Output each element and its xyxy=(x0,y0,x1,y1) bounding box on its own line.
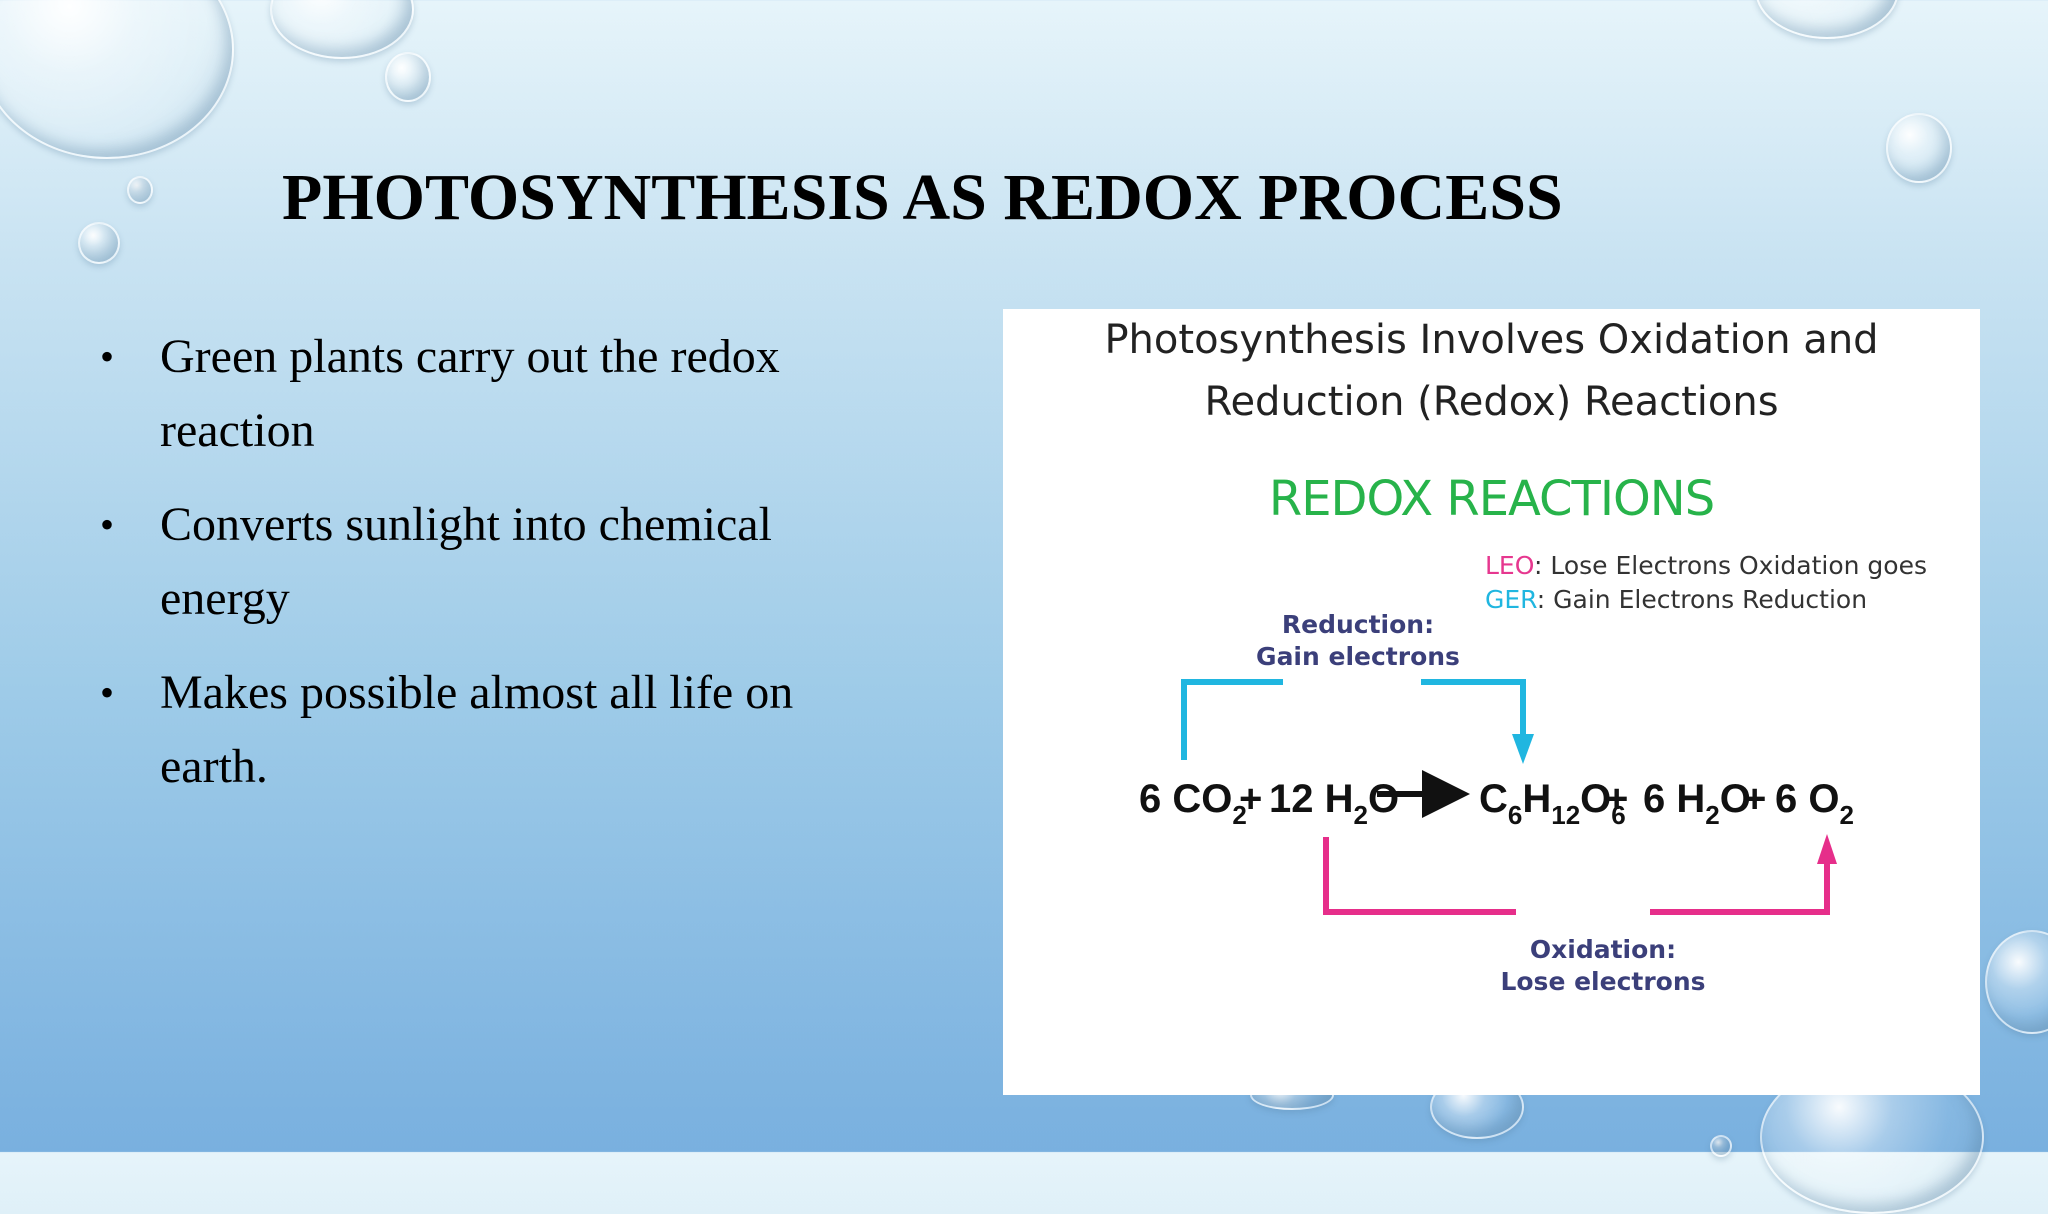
oxidation-arrow-left-bracket xyxy=(1323,837,1516,915)
water-drop-decoration xyxy=(0,0,234,159)
bullet-list: • Green plants carry out the redox react… xyxy=(100,320,900,824)
product-glucose: C6H12O6 xyxy=(1479,777,1626,830)
bullet-glyph: • xyxy=(100,502,115,547)
bullet-item: • Green plants carry out the redox react… xyxy=(100,320,900,468)
plus-sign: + xyxy=(1743,777,1766,821)
water-drop-decoration xyxy=(1710,1135,1732,1157)
mnemonic-box: LEO: Lose Electrons Oxidation goes GER: … xyxy=(1485,549,1955,617)
water-drop-decoration xyxy=(1985,930,2048,1034)
bullet-item: • Converts sunlight into chemical energy xyxy=(100,488,900,636)
reduction-label-line: Gain electrons xyxy=(1256,642,1460,671)
plus-sign: + xyxy=(1605,777,1628,821)
water-drop-decoration xyxy=(270,0,414,59)
figure-heading-line: Photosynthesis Involves Oxidation and xyxy=(1104,317,1879,363)
bullet-item: • Makes possible almost all life on eart… xyxy=(100,656,900,804)
product-o2: 6 O2 xyxy=(1775,777,1854,830)
oxidation-label-line: Lose electrons xyxy=(1500,967,1706,996)
reduction-label-line: Reduction: xyxy=(1281,610,1435,639)
leo-abbr: LEO xyxy=(1485,551,1534,580)
redox-reactions-title: REDOX REACTIONS xyxy=(1268,471,1715,527)
oxidation-arrow-right-bracket xyxy=(1650,849,1830,915)
ger-abbr: GER xyxy=(1485,585,1537,614)
redox-diagram-figure: Photosynthesis Involves Oxidation and Re… xyxy=(1003,309,1980,1095)
reduction-arrow-left-bracket xyxy=(1181,679,1283,760)
bullet-text: Makes possible almost all life on earth. xyxy=(160,666,794,793)
figure-heading: Photosynthesis Involves Oxidation and Re… xyxy=(1003,309,1980,433)
water-drop-decoration xyxy=(385,52,431,102)
ger-mnemonic: GER: Gain Electrons Reduction xyxy=(1485,583,1955,617)
reactant-h2o: 12 H2O xyxy=(1269,777,1399,830)
water-drop-decoration xyxy=(127,176,153,204)
redox-equation-diagram: 6 CO2 + 12 H2O C6H12O6 + 6 H2O + 6 O2 xyxy=(1139,679,1854,915)
bullet-glyph: • xyxy=(100,670,115,715)
oxidation-label-line: Oxidation: xyxy=(1529,935,1677,964)
product-h2o: 6 H2O xyxy=(1643,777,1751,830)
water-drop-decoration xyxy=(1755,0,1899,39)
reduction-arrowhead xyxy=(1512,734,1534,764)
reduction-arrow-right-bracket xyxy=(1421,679,1526,749)
oxidation-label: Oxidation: Lose electrons xyxy=(1473,934,1733,998)
slide-title: PHOTOSYNTHESIS AS REDOX PROCESS xyxy=(282,161,1563,234)
bullet-glyph: • xyxy=(100,334,115,379)
bullet-text: Converts sunlight into chemical energy xyxy=(160,498,772,625)
figure-heading-line: Reduction (Redox) Reactions xyxy=(1204,379,1779,425)
plus-sign: + xyxy=(1239,777,1262,821)
oxidation-arrowhead xyxy=(1817,834,1837,864)
leo-mnemonic: LEO: Lose Electrons Oxidation goes xyxy=(1485,549,1955,583)
water-drop-decoration xyxy=(1886,113,1952,183)
leo-text: : Lose Electrons Oxidation goes xyxy=(1533,551,1927,580)
bullet-text: Green plants carry out the redox reactio… xyxy=(160,330,780,457)
reduction-label: Reduction: Gain electrons xyxy=(1238,609,1478,673)
water-drop-decoration xyxy=(78,222,120,264)
reactant-co2: 6 CO2 xyxy=(1139,777,1247,830)
ger-text: : Gain Electrons Reduction xyxy=(1536,585,1868,614)
